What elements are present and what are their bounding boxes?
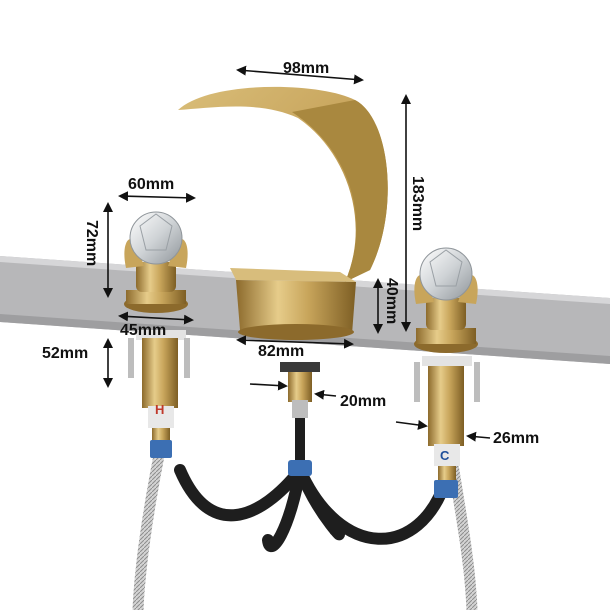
arrow-shank-right [314, 389, 337, 400]
arrow-valve-right [466, 431, 491, 442]
label-valve-diameter: 26mm [493, 430, 540, 447]
arrow-spout-base-width [236, 335, 354, 349]
left-valve [128, 330, 190, 458]
spout-shank [280, 362, 320, 476]
label-handle-width: 60mm [128, 176, 175, 193]
arrow-handle-width [118, 191, 196, 203]
label-spout-base-height: 40mm [383, 278, 400, 325]
arrow-valve-left [395, 419, 428, 430]
label-spout-height: 183mm [409, 176, 426, 232]
right-handle [414, 247, 478, 353]
label-handle-base: 45mm [120, 322, 167, 339]
hot-marker: H [155, 402, 165, 417]
label-shank-length: 52mm [42, 345, 89, 362]
arrow-shank-left [249, 380, 288, 391]
label-handle-height: 72mm [83, 220, 100, 267]
right-valve [414, 356, 480, 498]
arrow-handle-base [118, 311, 194, 325]
label-spout-width: 98mm [283, 60, 330, 77]
label-shank-diameter: 20mm [340, 393, 387, 410]
arrow-spout-width [236, 65, 364, 85]
left-handle [124, 211, 188, 313]
dimension-arrows [103, 65, 491, 442]
label-spout-base-width: 82mm [258, 343, 305, 360]
cold-marker: C [440, 448, 450, 463]
